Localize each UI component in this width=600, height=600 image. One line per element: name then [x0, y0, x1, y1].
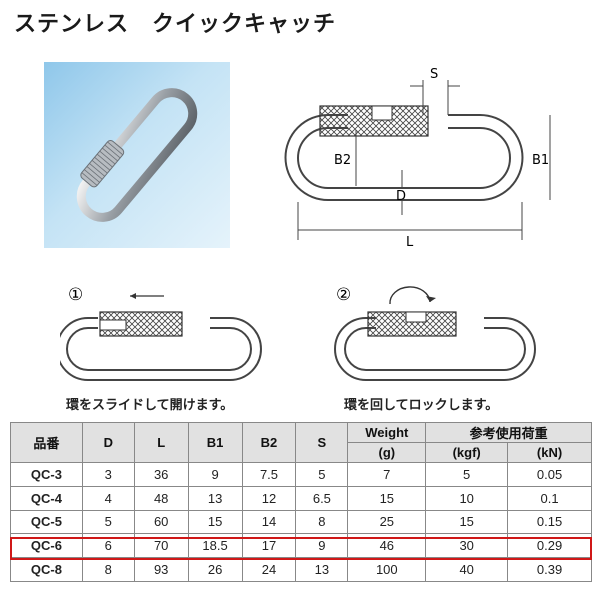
cell-s: 6.5 [295, 485, 349, 511]
page-title: ステンレス クイックキャッチ [14, 12, 337, 37]
header-b2: B2 [241, 422, 297, 463]
cell-kn: 0.39 [507, 557, 592, 582]
step-lock: ② 環を回してロックします。 [334, 282, 554, 413]
cell-d: 4 [81, 485, 135, 511]
header-s: S [295, 422, 349, 463]
step-number-1: ① [68, 285, 83, 305]
table-header-row-2: (g) (kgf) (kN) [11, 442, 592, 463]
cell-l: 36 [133, 462, 189, 487]
cell-b1: 13 [187, 485, 243, 511]
step-number-2: ② [336, 285, 351, 305]
cell-b2: 12 [241, 485, 297, 511]
cell-b1: 18.5 [187, 533, 243, 559]
label-b1: B1 [532, 153, 549, 168]
header-code: 品番 [10, 422, 83, 463]
cell-s: 9 [295, 533, 349, 559]
header-b1: B1 [187, 422, 243, 463]
cell-b1: 9 [187, 462, 243, 487]
cell-kgf: 5 [425, 462, 509, 487]
label-b2: B2 [334, 153, 351, 168]
cell-b2: 17 [241, 533, 297, 559]
cell-code: QC-6 [10, 533, 83, 559]
cell-kn: 0.15 [507, 509, 592, 535]
cell-d: 6 [81, 533, 135, 559]
table-row: QC-5 5 60 15 14 8 25 15 0.15 [10, 509, 592, 535]
table-row: QC-8 8 93 26 24 13 100 40 0.39 [10, 557, 592, 582]
cell-d: 5 [81, 509, 135, 535]
header-weight: Weight [347, 422, 427, 443]
cell-weight: 7 [347, 462, 427, 487]
step-open-illustration: ① [56, 285, 262, 381]
label-l: L [406, 235, 414, 250]
cell-kgf: 10 [425, 485, 509, 511]
step-lock-caption: 環を回してロックします。 [344, 398, 499, 413]
cell-code: QC-3 [10, 462, 83, 487]
cell-kgf: 40 [425, 557, 509, 582]
cell-code: QC-8 [10, 557, 83, 582]
header-kgf: (kgf) [425, 442, 509, 463]
label-s: S [430, 67, 438, 82]
label-d: D [396, 189, 406, 204]
cell-kgf: 30 [425, 533, 509, 559]
cell-s: 13 [295, 557, 349, 582]
cell-code: QC-5 [10, 509, 83, 535]
cell-l: 93 [133, 557, 189, 582]
step-open: ① 環をスライドして開けます。 [56, 282, 280, 413]
header-ref-load: 参考使用荷重 [425, 422, 592, 443]
table-row: QC-3 3 36 9 7.5 5 7 5 0.05 [10, 462, 592, 487]
cell-b2: 7.5 [241, 462, 297, 487]
cell-l: 60 [133, 509, 189, 535]
table-row-highlighted: QC-6 6 70 18.5 17 9 46 30 0.29 [10, 533, 592, 559]
cell-d: 3 [81, 462, 135, 487]
table-header-row-1: 品番 D L B1 B2 S Weight 参考使用荷重 [10, 422, 592, 463]
cell-b2: 14 [241, 509, 297, 535]
cell-b2: 24 [241, 557, 297, 582]
cell-kn: 0.05 [507, 462, 592, 487]
cell-s: 5 [295, 462, 349, 487]
cell-weight: 100 [347, 557, 427, 582]
cell-weight: 15 [347, 485, 427, 511]
step-open-caption: 環をスライドして開けます。 [66, 398, 234, 413]
cell-s: 8 [295, 509, 349, 535]
cell-b1: 26 [187, 557, 243, 582]
cell-d: 8 [81, 557, 135, 582]
header-l: L [133, 422, 189, 463]
cell-kn: 0.29 [507, 533, 592, 559]
spec-table: 品番 D L B1 B2 S Weight 参考使用荷重 (g) (kgf) (… [10, 422, 592, 582]
header-kn: (kN) [507, 442, 592, 463]
product-photo [44, 62, 230, 248]
cell-b1: 15 [187, 509, 243, 535]
cell-weight: 25 [347, 509, 427, 535]
header-weight-unit: (g) [347, 442, 427, 463]
cell-weight: 46 [347, 533, 427, 559]
cell-code: QC-4 [10, 485, 83, 511]
cell-kn: 0.1 [507, 485, 592, 511]
quick-link-photo-icon [76, 88, 198, 222]
cell-l: 70 [133, 533, 189, 559]
dimension-diagram: S B1 B2 D L [284, 67, 551, 250]
cell-l: 48 [133, 485, 189, 511]
cell-kgf: 15 [425, 509, 509, 535]
header-d: D [81, 422, 135, 463]
table-row: QC-4 4 48 13 12 6.5 15 10 0.1 [10, 485, 592, 511]
step-lock-illustration: ② [334, 285, 536, 381]
